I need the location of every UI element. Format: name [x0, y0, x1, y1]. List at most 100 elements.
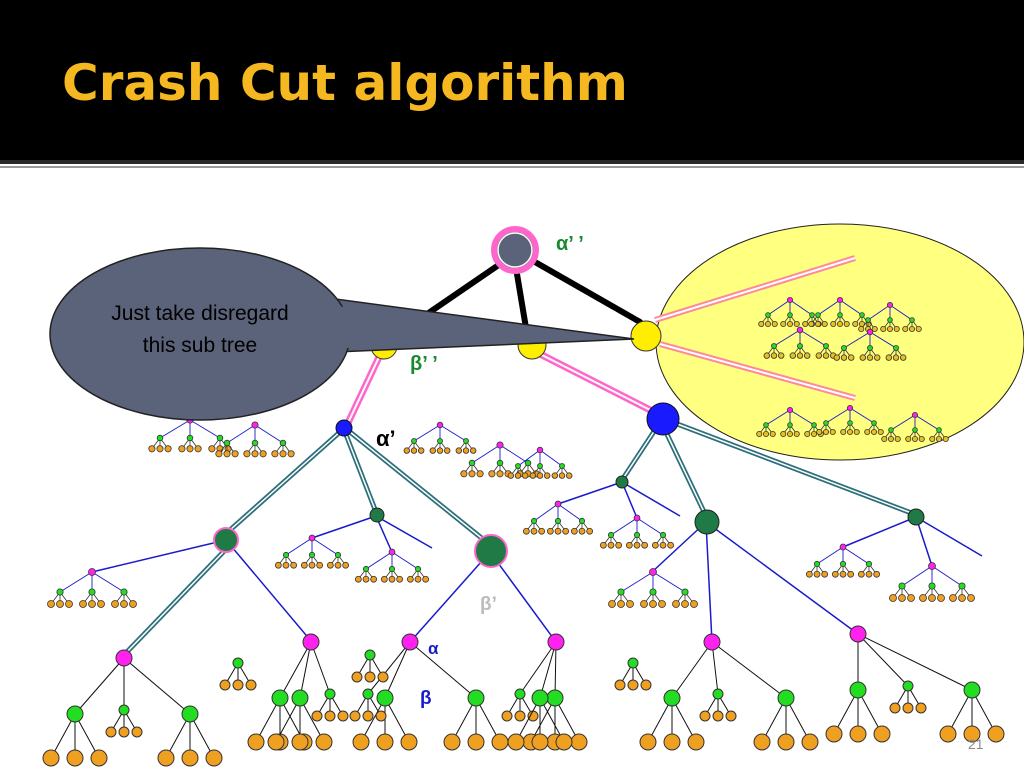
cluster-node — [823, 420, 829, 426]
leaf-node — [274, 561, 282, 569]
green-node — [777, 689, 795, 707]
leaf-node — [870, 428, 878, 436]
green-node — [364, 649, 376, 661]
leaf-node — [848, 354, 855, 361]
leaf-node — [928, 594, 936, 602]
leaf-node — [937, 594, 945, 602]
magenta-node — [703, 633, 721, 651]
leaf-node — [455, 447, 462, 454]
leaf-node — [908, 325, 916, 333]
leaf-node — [460, 470, 468, 478]
magenta-node — [401, 633, 419, 651]
leaf-node — [56, 600, 64, 608]
leaf-node — [805, 570, 813, 578]
leaf-node — [231, 450, 239, 458]
cluster-node — [936, 427, 942, 433]
root-node-alpha-dd — [491, 226, 539, 274]
leaf-node — [967, 594, 975, 602]
pruned-subtree-highlight — [655, 223, 1024, 461]
leaf-node — [939, 725, 957, 743]
cluster-node — [56, 588, 64, 596]
subtree-root — [536, 446, 544, 454]
leaf-node — [808, 320, 815, 328]
cluster-node — [865, 317, 871, 323]
leaf-node — [871, 325, 878, 333]
leaf-node — [796, 352, 804, 359]
leaf-node — [156, 445, 164, 453]
leaf-node — [846, 428, 854, 436]
leaf-node — [873, 725, 891, 743]
leaf-node — [780, 320, 787, 328]
leaf-node — [847, 570, 855, 578]
leaf-node — [443, 733, 461, 751]
title-rule-thin — [0, 166, 1024, 168]
leaf-node — [822, 352, 830, 359]
leaf-node — [880, 325, 887, 333]
leaf-node — [546, 527, 554, 535]
leaf-node — [831, 570, 839, 578]
leaf-node — [362, 710, 374, 722]
leaf-node — [157, 749, 175, 767]
leaf-node — [658, 600, 666, 608]
leaf-node — [881, 435, 888, 443]
leaf-node — [599, 541, 607, 549]
leaf-node — [625, 541, 633, 549]
cluster-node — [898, 582, 906, 590]
leaf-node — [840, 428, 847, 436]
cluster-node — [282, 551, 290, 559]
cluster-node — [559, 463, 565, 469]
root-node-inner-ring — [497, 232, 533, 268]
cluster-node — [839, 560, 847, 568]
bottom-subtrees — [42, 625, 1005, 767]
cluster-node — [837, 312, 843, 318]
node-dark-green-2 — [369, 507, 385, 523]
leaf-node — [308, 561, 316, 569]
title-rule — [0, 160, 1024, 164]
leaf-node — [830, 320, 837, 328]
leaf-node — [337, 710, 349, 722]
pink-path-edges — [343, 255, 856, 427]
leaf-node — [762, 430, 770, 438]
node-alpha-d — [335, 419, 353, 437]
leaf-node — [907, 594, 915, 602]
magenta-node — [115, 649, 133, 667]
leaf-node — [640, 679, 652, 691]
cluster-node — [809, 312, 815, 318]
leaf-node — [476, 470, 484, 478]
cluster-node — [871, 420, 877, 426]
leaf-node — [905, 435, 912, 443]
leaf-node — [470, 447, 477, 454]
leaf-node — [208, 445, 216, 453]
subtree-root — [846, 404, 854, 412]
leaf-node — [859, 354, 866, 361]
leaf-node — [351, 671, 363, 683]
blue-edges — [91, 481, 983, 643]
green-node — [514, 688, 526, 700]
leaf-node — [223, 450, 231, 458]
cluster-node — [813, 560, 821, 568]
cluster-node — [216, 434, 224, 442]
leaf-node — [376, 733, 394, 751]
green-node — [627, 657, 639, 669]
leaf-node — [633, 541, 641, 549]
leaf-node — [659, 541, 667, 549]
leaf-node — [131, 726, 143, 738]
node-blue-big — [646, 402, 680, 436]
cluster-node — [909, 317, 915, 323]
leaf-node — [771, 320, 778, 328]
teal-path-edges — [122, 419, 915, 657]
leaf-node — [607, 541, 615, 549]
slide-number: 21 — [968, 736, 984, 752]
label-beta-dd: β’ ’ — [410, 353, 438, 375]
leaf-node — [810, 430, 818, 438]
leaf-node — [853, 428, 860, 436]
subtree-root — [436, 421, 444, 429]
subtree-root — [886, 301, 894, 309]
leaf-node — [929, 435, 936, 443]
leaf-node — [825, 725, 843, 743]
node-beta-d — [474, 534, 508, 568]
subtree-root — [928, 562, 936, 570]
cluster-node — [867, 345, 873, 351]
leaf-node — [843, 320, 850, 328]
leaf-node — [958, 594, 966, 602]
